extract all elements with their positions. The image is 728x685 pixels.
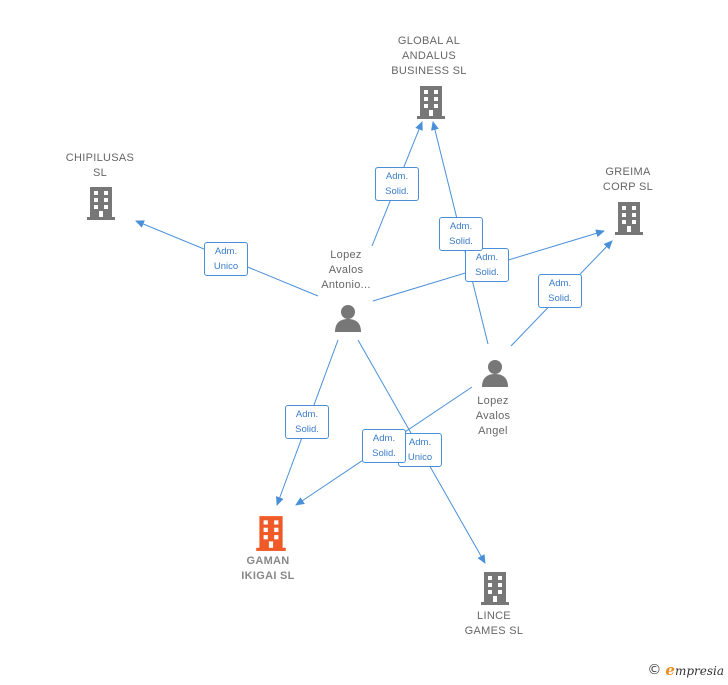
edge-label-antonio-greima: Adm. Solid.	[465, 248, 509, 282]
edge-label-antonio-global: Adm. Solid.	[375, 167, 419, 201]
edge-label-antonio-gaman: Adm. Solid.	[285, 405, 329, 439]
node-label-gaman[interactable]: GAMAN IKIGAI SL	[241, 555, 295, 582]
edges-layer	[135, 121, 613, 564]
edge-label-angel-greima: Adm. Solid.	[538, 274, 582, 308]
node-label-lopez-angel[interactable]: Lopez Avalos Angel	[475, 395, 511, 437]
person-icon-lopez-antonio[interactable]	[333, 303, 363, 338]
copyright-icon: ©	[647, 662, 662, 678]
edge-label-angel-global: Adm. Solid.	[439, 217, 483, 251]
edge-label-angel-gaman: Adm. Solid.	[362, 429, 406, 463]
brand-logo: empresia	[665, 661, 724, 679]
node-label-greima[interactable]: GREIMA CORP SL	[602, 166, 654, 193]
node-label-chipilusas[interactable]: CHIPILUSAS SL	[65, 152, 135, 179]
person-icon-lopez-angel[interactable]	[480, 358, 510, 393]
node-label-lopez-antonio[interactable]: Lopez Avalos Antonio...	[321, 249, 371, 291]
building-icon-lince[interactable]	[480, 570, 510, 611]
node-label-global-al-andalus[interactable]: GLOBAL AL ANDALUS BUSINESS SL	[391, 35, 467, 77]
building-icon-gaman[interactable]	[255, 514, 287, 557]
node-label-lince[interactable]: LINCE GAMES SL	[464, 610, 524, 637]
building-icon-chipilusas[interactable]	[86, 185, 116, 226]
building-icon-global-al-andalus[interactable]	[416, 84, 446, 125]
brand-footer: © empresia	[647, 661, 724, 679]
edge-label-antonio-chipilusas: Adm. Unico	[204, 242, 248, 276]
building-icon-greima[interactable]	[614, 200, 644, 241]
